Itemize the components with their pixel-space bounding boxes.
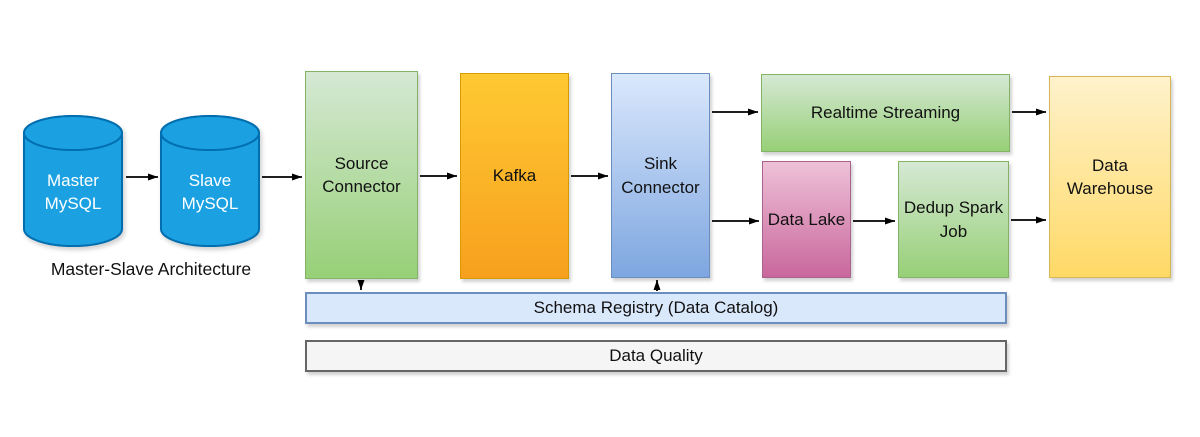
sink-connector-label: Sink Connector: [621, 154, 700, 197]
slave-mysql-node: Slave MySQL: [160, 115, 260, 247]
source-connector-node: Source Connector: [305, 71, 418, 279]
realtime-streaming-label: Realtime Streaming: [810, 103, 961, 123]
database-cylinder-icon: [160, 115, 260, 247]
source-connector-label: Source Connector: [322, 153, 401, 196]
master-mysql-label: Master MySQL: [44, 171, 102, 213]
master-mysql-node: Master MySQL: [23, 115, 123, 247]
slave-mysql-label: Slave MySQL: [181, 171, 239, 213]
sink-connector-node: Sink Connector: [611, 73, 710, 278]
data-lake-label: Data Lake: [767, 209, 846, 229]
data-quality-label: Data Quality: [609, 346, 703, 365]
master-slave-caption: Master-Slave Architecture: [50, 258, 252, 279]
dedup-spark-job-node: Dedup Spark Job: [898, 161, 1009, 278]
database-cylinder-icon: [23, 115, 123, 247]
realtime-streaming-node: Realtime Streaming: [761, 74, 1010, 152]
data-warehouse-node: Data Warehouse: [1049, 76, 1171, 278]
kafka-label: Kafka: [492, 166, 537, 186]
data-quality-bar: Data Quality: [305, 340, 1007, 372]
schema-registry-bar: Schema Registry (Data Catalog): [305, 292, 1007, 324]
kafka-node: Kafka: [460, 73, 569, 279]
data-lake-node: Data Lake: [762, 161, 851, 278]
dedup-spark-job-label: Dedup Spark Job: [903, 198, 1004, 241]
schema-registry-label: Schema Registry (Data Catalog): [533, 298, 779, 317]
data-warehouse-label: Data Warehouse: [1066, 155, 1154, 198]
